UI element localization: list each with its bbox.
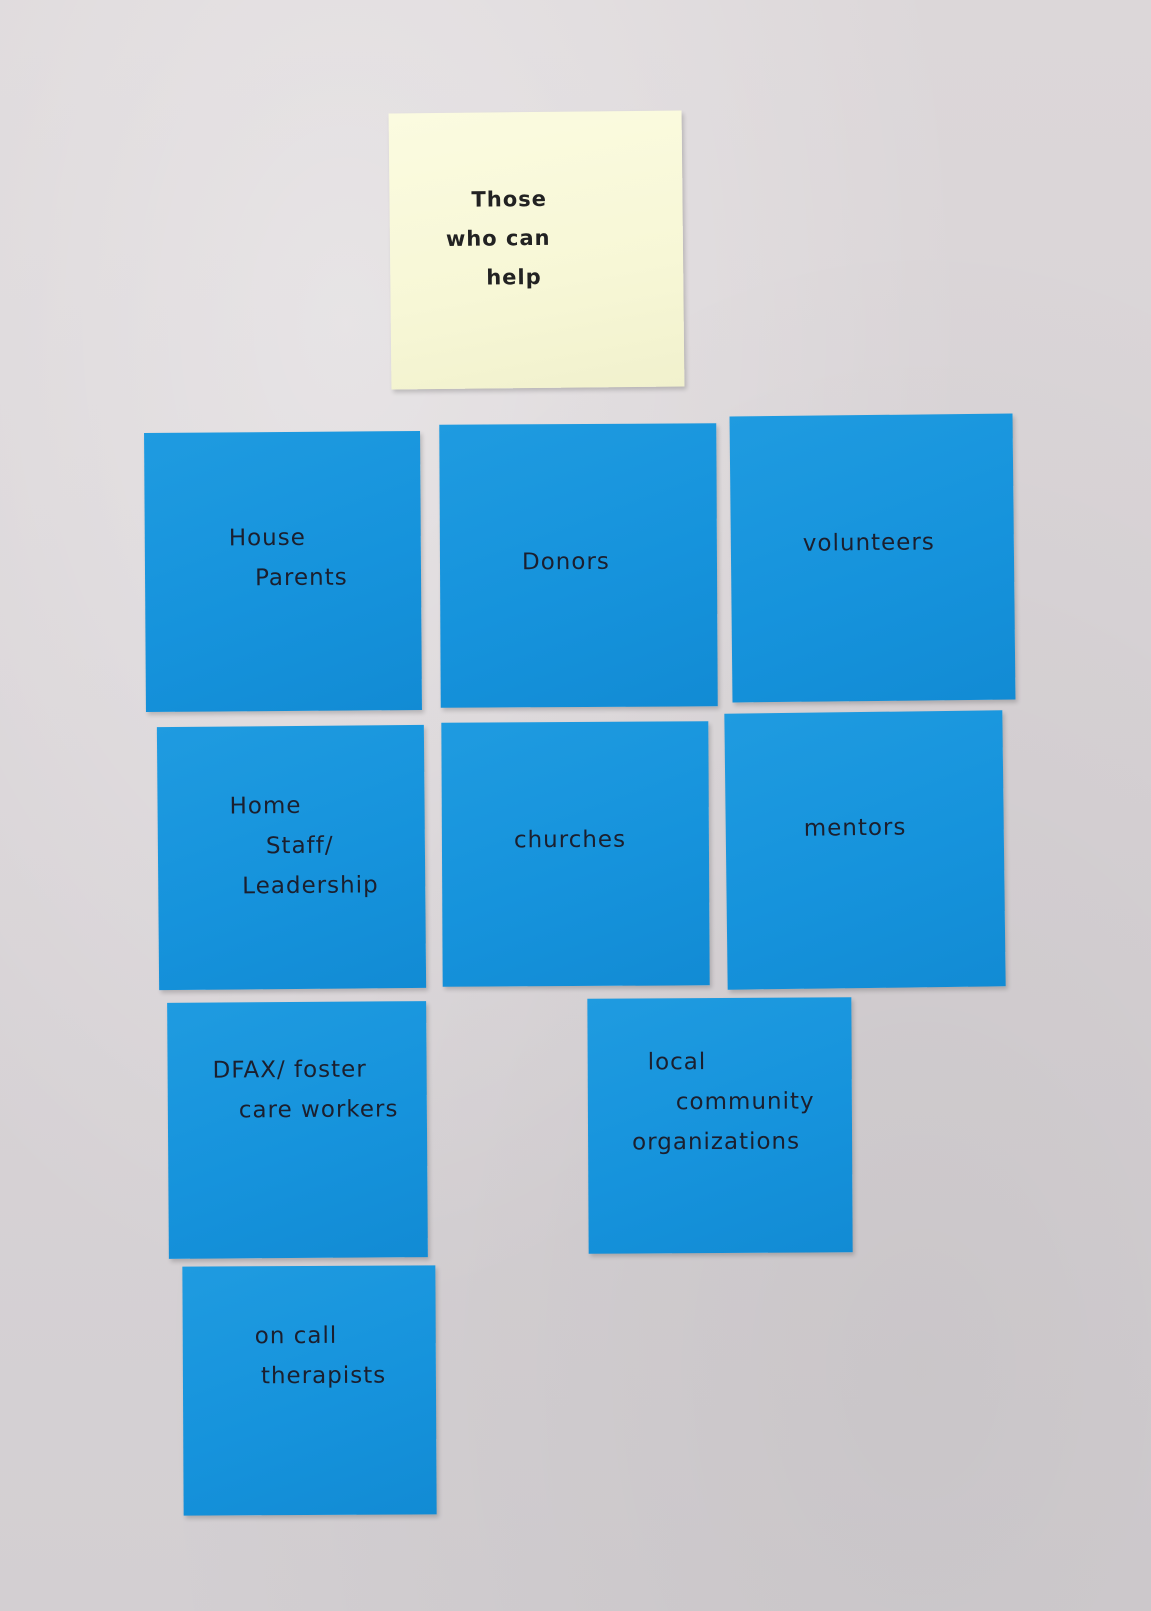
note-text-line: Leadership xyxy=(242,872,379,900)
note-text-line: who can xyxy=(445,225,551,251)
note-text-line: churches xyxy=(513,826,627,854)
sticky-note-local-community-organizations: local community organizations xyxy=(587,997,853,1254)
sticky-note-dfax-foster-care-workers: DFAX/ foster care workers xyxy=(167,1001,428,1259)
note-text-line: Those xyxy=(471,186,548,212)
note-text-line: mentors xyxy=(803,814,907,842)
sticky-note-volunteers: volunteers xyxy=(729,413,1016,703)
sticky-note-on-call-therapists: on call therapists xyxy=(182,1265,437,1516)
note-text-line: help xyxy=(486,264,542,290)
note-text-line: therapists xyxy=(260,1362,387,1390)
sticky-note-donors: Donors xyxy=(439,423,718,708)
note-text-line: on call xyxy=(254,1322,338,1350)
sticky-note-mentors: mentors xyxy=(724,710,1006,990)
note-text-line: Parents xyxy=(254,564,348,592)
note-text-line: community xyxy=(675,1088,815,1116)
note-text-line: House xyxy=(228,524,306,552)
note-text-line: care workers xyxy=(238,1096,399,1124)
note-text-line: Donors xyxy=(521,548,610,576)
note-text-line: volunteers xyxy=(802,529,935,557)
header-sticky-note: Those who can help xyxy=(388,110,685,390)
sticky-note-home-staff-leadership: Home Staff/ Leadership xyxy=(156,724,427,991)
note-text-line: Staff/ xyxy=(265,832,334,860)
note-text-line: organizations xyxy=(632,1128,801,1156)
note-text-line: DFAX/ foster xyxy=(212,1056,367,1084)
note-text-line: local xyxy=(647,1049,707,1076)
sticky-note-churches: churches xyxy=(441,721,710,987)
note-text-line: Home xyxy=(229,792,302,820)
sticky-note-house-parents: House Parents xyxy=(144,431,422,712)
